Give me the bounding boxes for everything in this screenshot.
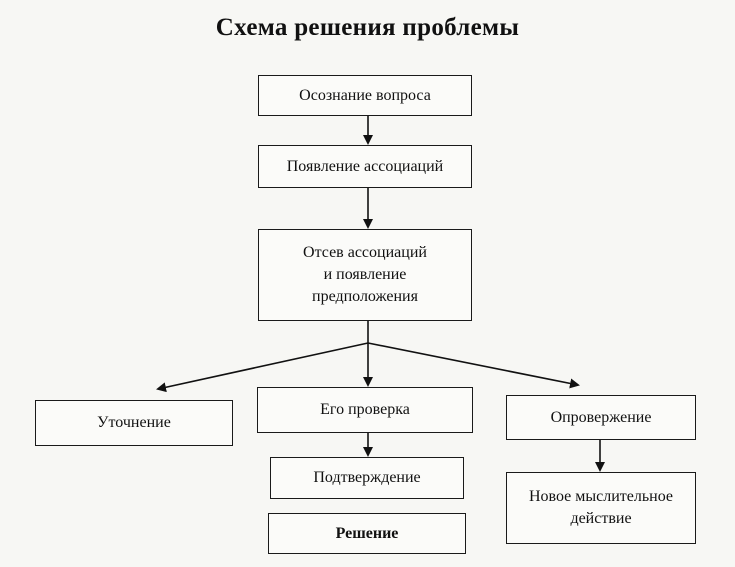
node-screening: Отсев ассоциаций и появление предположен… [258, 229, 472, 321]
node-associations-label: Появление ассоциаций [286, 157, 444, 175]
arrow-junction-to-refutation [367, 342, 580, 389]
node-screening-label: Отсев ассоциаций и появление предположен… [303, 244, 427, 305]
node-clarification: Уточнение [35, 400, 233, 446]
diagram-title: Схема решения проблемы [215, 14, 520, 41]
node-new-action: Новое мыслительное действие [506, 472, 696, 544]
node-refutation-label: Опровержение [550, 408, 652, 426]
node-verification-label: Его проверка [320, 401, 410, 418]
node-confirmation-label: Подтверждение [313, 469, 421, 486]
node-verification: Его проверка [257, 387, 473, 433]
node-awareness: Осознание вопроса [258, 75, 472, 116]
node-clarification-label: Уточнение [97, 414, 171, 431]
node-associations: Появление ассоциаций [258, 145, 472, 188]
node-new-action-label: Новое мыслительное действие [528, 488, 674, 527]
node-solution: Решение [268, 513, 466, 554]
node-refutation: Опровержение [506, 395, 696, 440]
arrow-junction-to-clarification [156, 342, 369, 393]
node-solution-label: Решение [335, 524, 399, 542]
node-awareness-label: Осознание вопроса [299, 86, 431, 104]
node-confirmation: Подтверждение [270, 457, 464, 499]
